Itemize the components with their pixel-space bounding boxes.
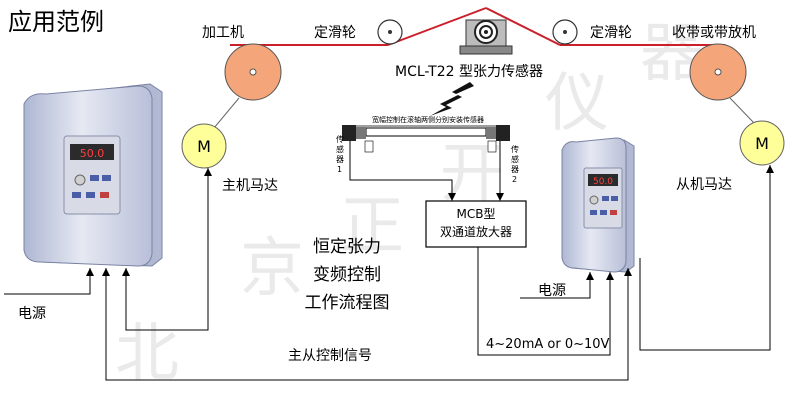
slave-motor-label: 从机马达 — [676, 177, 732, 193]
amplifier-model: MCB型 — [457, 207, 496, 221]
sensor-wires — [349, 141, 501, 200]
slave-motor: M — [739, 120, 785, 166]
power-left-label: 电源 — [18, 306, 46, 322]
feed-roll — [224, 43, 282, 101]
power-right-label: 电源 — [538, 283, 566, 299]
pulley-left — [377, 19, 403, 45]
diagram-title-line: 变频控制 — [313, 265, 381, 285]
wiring — [4, 165, 771, 381]
arrow-icon — [430, 82, 474, 116]
motor-letter: M — [755, 134, 769, 153]
rewind-machine-label: 收带或带放机 — [672, 25, 756, 41]
pulley-right — [552, 19, 578, 45]
inverter-right: 50.0 — [561, 137, 635, 273]
diagram-title-line: 恒定张力 — [313, 237, 381, 257]
page-title: 应用范例 — [8, 8, 104, 36]
watermark-char: 仪 — [545, 67, 609, 141]
main-motor-label: 主机马达 — [222, 178, 278, 194]
master-slave-signal-label: 主从控制信号 — [288, 348, 372, 364]
inverter-left: 50.0 — [23, 83, 163, 267]
main-motor: M — [181, 123, 227, 169]
sensor-model-label: MCL-T22 型张力传感器 — [395, 63, 543, 80]
amplifier-box: MCB型 双通道放大器 — [425, 200, 527, 248]
svg-text:50.0: 50.0 — [80, 147, 105, 160]
roller-assembly: 宽幅控制在滚轴两侧分别安装传感器 — [342, 115, 510, 153]
output-signal-label: 4~20mA or 0~10V — [486, 337, 610, 352]
diagram-title-line: 工作流程图 — [305, 293, 390, 313]
rewind-roll — [689, 43, 747, 101]
svg-text:50.0: 50.0 — [593, 177, 613, 187]
pulley-right-label: 定滑轮 — [590, 24, 632, 41]
watermark-char: 正 — [340, 190, 404, 264]
tension-sensor-device — [459, 19, 513, 55]
motor-letter: M — [197, 137, 211, 156]
watermark-char: 京 — [240, 232, 304, 306]
amplifier-type: 双通道放大器 — [440, 224, 512, 239]
roller-note: 宽幅控制在滚轴两侧分别安装传感器 — [372, 115, 484, 124]
pulley-left-label: 定滑轮 — [314, 24, 356, 41]
feed-machine-label: 加工机 — [202, 25, 244, 41]
